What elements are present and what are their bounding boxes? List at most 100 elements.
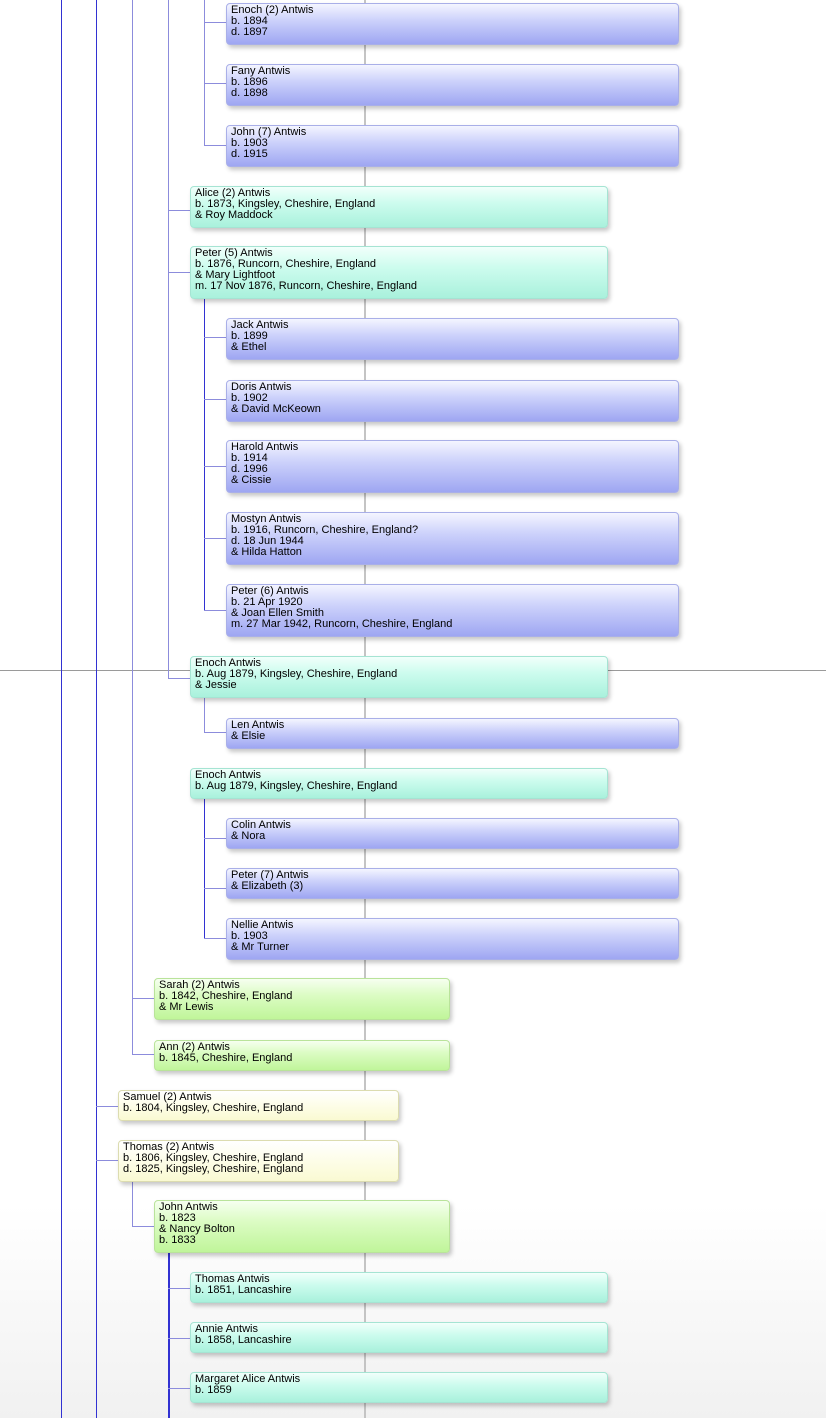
person-box-peter7[interactable]: Peter (7) Antwis& Elizabeth (3) xyxy=(226,868,679,899)
person-name: Len Antwis xyxy=(231,719,285,731)
person-detail: b. 1806, Kingsley, Cheshire, England xyxy=(123,1152,304,1164)
person-detail: b. 1902 xyxy=(231,392,268,404)
person-detail: b. 1903 xyxy=(231,137,268,149)
person-detail: b. 1858, Lancashire xyxy=(195,1334,292,1346)
ancestor-line xyxy=(96,0,97,1418)
person-detail: & Joan Ellen Smith xyxy=(231,607,324,619)
person-detail: & Mr Lewis xyxy=(159,1001,214,1013)
person-detail: d. 1825, Kingsley, Cheshire, England xyxy=(123,1163,304,1175)
person-name: Mostyn Antwis xyxy=(231,513,302,525)
person-name: Nellie Antwis xyxy=(231,919,294,931)
connector-horizontal xyxy=(204,838,226,839)
person-detail: m. 17 Nov 1876, Runcorn, Cheshire, Engla… xyxy=(195,280,417,292)
connector-horizontal xyxy=(132,1054,154,1055)
person-detail: b. 1842, Cheshire, England xyxy=(159,990,293,1002)
person-detail: b. Aug 1879, Kingsley, Cheshire, England xyxy=(195,780,398,792)
connector-horizontal xyxy=(204,83,226,84)
sibling-line xyxy=(132,0,133,1054)
connector-horizontal xyxy=(168,1288,190,1289)
person-name: Margaret Alice Antwis xyxy=(195,1373,301,1385)
person-name: John Antwis xyxy=(159,1201,218,1213)
person-detail: & Elizabeth (3) xyxy=(231,880,304,892)
person-name: Ann (2) Antwis xyxy=(159,1041,230,1053)
person-detail: m. 27 Mar 1942, Runcorn, Cheshire, Engla… xyxy=(231,618,453,630)
person-box-len[interactable]: Len Antwis& Elsie xyxy=(226,718,679,749)
person-detail: & Nancy Bolton xyxy=(159,1223,235,1235)
person-name: Peter (5) Antwis xyxy=(195,247,273,259)
connector-horizontal xyxy=(132,998,154,999)
person-name: Samuel (2) Antwis xyxy=(123,1091,212,1103)
person-detail: b. 1914 xyxy=(231,452,268,464)
child-line xyxy=(204,298,205,610)
person-detail: d. 1996 xyxy=(231,463,268,475)
person-name: Thomas (2) Antwis xyxy=(123,1141,215,1153)
connector-horizontal xyxy=(204,399,226,400)
person-detail: & Elsie xyxy=(231,730,266,742)
person-detail: d. 1898 xyxy=(231,87,268,99)
person-detail: & Mary Lightfoot xyxy=(195,269,276,281)
connector-horizontal xyxy=(168,210,190,211)
person-detail: & Jessie xyxy=(195,679,237,691)
person-detail: & Roy Maddock xyxy=(195,209,273,221)
person-detail: b. 1845, Cheshire, England xyxy=(159,1052,293,1064)
person-detail: d. 1915 xyxy=(231,148,268,160)
person-box-colin[interactable]: Colin Antwis& Nora xyxy=(226,818,679,849)
connector-horizontal xyxy=(168,272,190,273)
connector-horizontal xyxy=(204,538,226,539)
connector-horizontal xyxy=(204,145,226,146)
tree-trunk-line xyxy=(364,0,366,1418)
person-detail: b. 1851, Lancashire xyxy=(195,1284,292,1296)
child-line xyxy=(204,798,205,938)
person-detail: b. 1894 xyxy=(231,15,268,27)
person-name: John (7) Antwis xyxy=(231,126,307,138)
person-detail: & Nora xyxy=(231,830,266,842)
person-name: Sarah (2) Antwis xyxy=(159,979,240,991)
person-detail: & David McKeown xyxy=(231,403,321,415)
connector-horizontal xyxy=(168,678,190,679)
person-name: Enoch Antwis xyxy=(195,657,262,669)
connector-horizontal xyxy=(204,22,226,23)
person-detail: b. 1899 xyxy=(231,330,268,342)
connector-horizontal xyxy=(204,888,226,889)
person-name: Peter (6) Antwis xyxy=(231,585,309,597)
connector-horizontal xyxy=(204,610,226,611)
person-detail: d. 18 Jun 1944 xyxy=(231,535,304,547)
person-name: Jack Antwis xyxy=(231,319,289,331)
child-line xyxy=(132,1180,133,1226)
person-name: Peter (7) Antwis xyxy=(231,869,309,881)
person-name: Alice (2) Antwis xyxy=(195,187,271,199)
child-line xyxy=(204,0,205,145)
connector-horizontal xyxy=(168,1338,190,1339)
person-name: Thomas Antwis xyxy=(195,1273,270,1285)
person-detail: b. 1823 xyxy=(159,1212,196,1224)
child-line xyxy=(204,698,205,732)
sibling-line xyxy=(168,0,169,678)
connector-horizontal xyxy=(96,1106,118,1107)
ancestor-line xyxy=(61,0,62,1418)
connector-horizontal xyxy=(204,466,226,467)
person-detail: b. 1876, Runcorn, Cheshire, England xyxy=(195,258,377,270)
person-detail: b. 1833 xyxy=(159,1234,196,1246)
person-detail: & Cissie xyxy=(231,474,272,486)
